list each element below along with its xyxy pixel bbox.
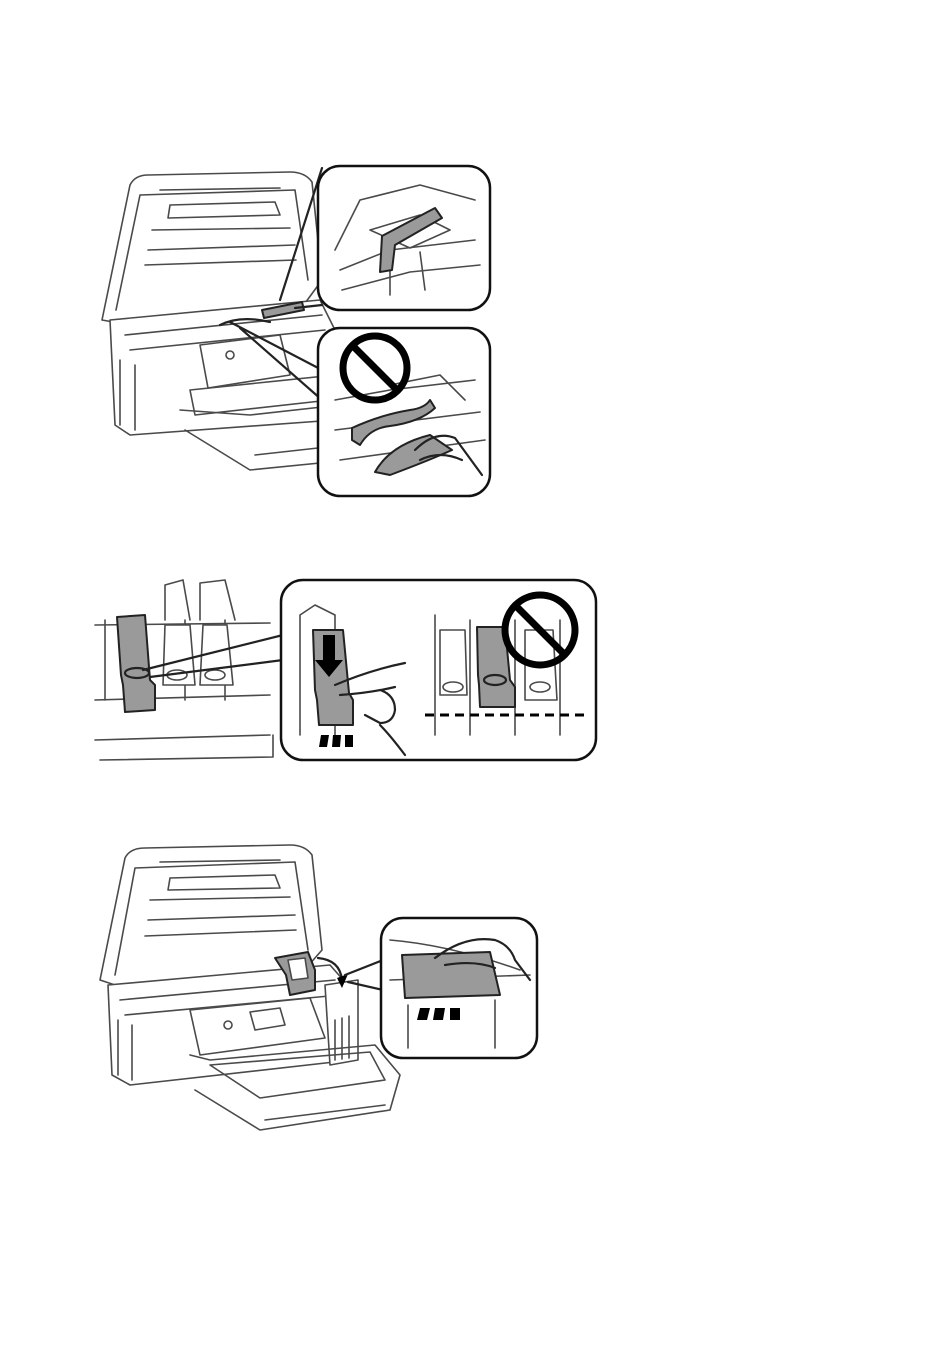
printer-illustration	[100, 845, 400, 1130]
callout-do-not-touch-cable	[318, 328, 490, 496]
callout-cap-comparison	[281, 580, 596, 760]
callout-tape-detail	[318, 166, 490, 310]
callout-hold-cover	[381, 918, 537, 1058]
ink-tank-row	[95, 580, 273, 760]
figure-close-scanner-unit	[90, 840, 550, 1140]
figure-close-ink-cap	[95, 575, 600, 765]
figure-remove-tape	[90, 160, 510, 510]
